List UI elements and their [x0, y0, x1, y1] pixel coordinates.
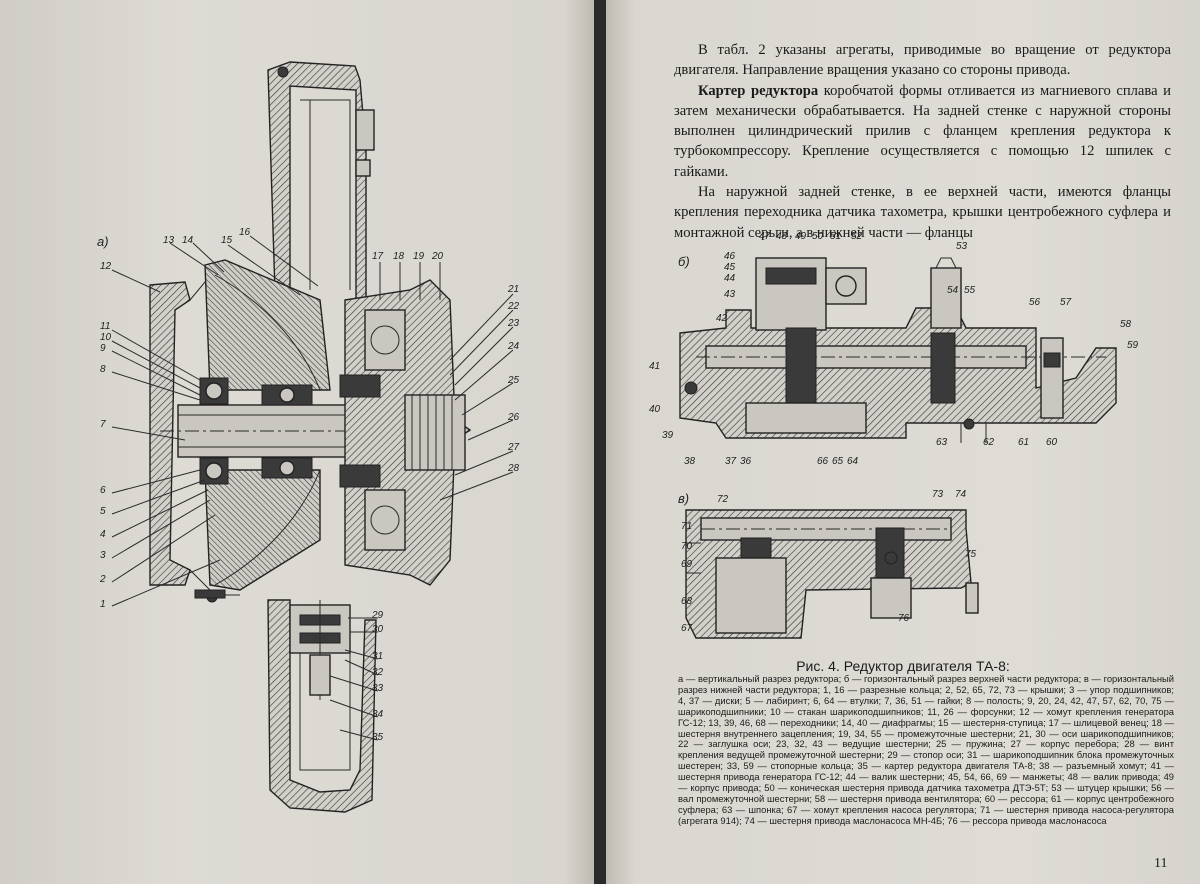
callout-label: 19 — [413, 251, 425, 262]
callout-label: 11 — [100, 321, 111, 332]
callout-label: 39 — [662, 430, 674, 441]
callout-label: 23 — [508, 318, 520, 329]
callout-label: 44 — [724, 273, 736, 284]
callout-label: 5 — [100, 506, 106, 517]
callout-label: 70 — [681, 541, 693, 552]
callout-label: 15 — [221, 235, 233, 246]
callout-label: 59 — [1127, 340, 1139, 351]
callout-label: 38 — [684, 456, 696, 467]
callout-label: 48 — [776, 231, 788, 242]
callout-label: 14 — [182, 235, 194, 246]
callout-label: 53 — [956, 241, 968, 252]
callout-label: 28 — [508, 463, 520, 474]
callout-label: 30 — [372, 624, 384, 635]
callout-label: 25 — [508, 375, 520, 386]
callout-label: 43 — [724, 289, 736, 300]
callout-label: 22 — [508, 301, 520, 312]
paragraph: Картер редуктора коробчатой формы отлива… — [674, 81, 1171, 182]
callout-label: 63 — [936, 437, 948, 448]
callout-label: 69 — [681, 559, 693, 570]
figure-caption-legend: а — вертикальный разрез редуктора; б — г… — [678, 673, 1174, 826]
callout-label: 67 — [681, 623, 693, 634]
figure-b-upper-section — [679, 257, 1117, 443]
callout-label: 13 — [163, 235, 175, 246]
callout-label: 45 — [724, 262, 736, 273]
callout-label: 76 — [898, 613, 910, 624]
callout-label: 3 — [100, 550, 106, 561]
callout-label: 4 — [100, 529, 106, 540]
callout-label: 8 — [100, 364, 106, 375]
callout-label: 46 — [724, 251, 736, 262]
callout-label: 61 — [1018, 437, 1030, 448]
paragraph-text: коробчатой формы отливается из магниевог… — [674, 82, 1171, 180]
callout-label: 51 — [830, 231, 842, 242]
figure-a-vertical-section — [111, 61, 514, 813]
figure-caption-title: Рис. 4. Редуктор двигателя ТА-8: — [796, 658, 1010, 674]
callout-label: 56 — [1029, 297, 1041, 308]
callout-label: 58 — [1120, 319, 1132, 330]
callout-label: 49 — [795, 231, 807, 242]
callout-label: 26 — [508, 412, 520, 423]
view-label-a: а) — [97, 234, 109, 249]
callout-label: 31 — [372, 651, 384, 662]
callout-label: 2 — [100, 574, 106, 585]
callout-label: 74 — [955, 489, 967, 500]
callout-label: 12 — [100, 261, 112, 272]
callout-label: 52 — [851, 231, 863, 242]
callout-label: 24 — [508, 341, 520, 352]
callout-label: 20 — [432, 251, 444, 262]
callout-label: 18 — [393, 251, 405, 262]
callout-label: 50 — [812, 231, 824, 242]
paragraph: В табл. 2 указаны агрегаты, приводимые в… — [674, 42, 1171, 79]
callout-label: 60 — [1046, 437, 1058, 448]
callout-label: 21 — [508, 284, 520, 295]
callout-label: 64 — [847, 456, 859, 467]
callout-label: 41 — [649, 361, 661, 372]
callout-label: 75 — [965, 549, 977, 560]
callout-label: 9 — [100, 343, 106, 354]
bold-term: Картер редуктора — [698, 82, 819, 99]
callout-label: 66 — [817, 456, 829, 467]
callout-label: 6 — [100, 485, 106, 496]
paragraph: На наружной задней стенке, в ее верхней … — [674, 184, 1171, 241]
callout-label: 10 — [100, 332, 112, 343]
callout-label: 1 — [100, 599, 106, 610]
callout-label: 37 — [725, 456, 737, 467]
callout-label: 71 — [681, 521, 693, 532]
callout-label: 65 — [832, 456, 844, 467]
callout-label: 73 — [932, 489, 944, 500]
callout-label: 7 — [100, 419, 106, 430]
callout-label: 17 — [372, 251, 384, 262]
callout-label: 33 — [372, 683, 384, 694]
view-label-v: в) — [678, 491, 690, 506]
callout-label: 55 — [964, 285, 976, 296]
callout-label: 57 — [1060, 297, 1072, 308]
page-number: 11 — [1154, 856, 1168, 871]
callout-label: 34 — [372, 709, 384, 720]
callout-label: 36 — [740, 456, 752, 467]
right-page: В табл. 2 указаны агрегаты, приводимые в… — [606, 0, 1200, 884]
callout-label: 62 — [983, 437, 995, 448]
callout-label: 32 — [372, 667, 384, 678]
callout-label: 40 — [649, 404, 661, 415]
callout-label: 35 — [372, 732, 384, 743]
left-page: а) 12 13 14 15 16 17 18 19 20 21 22 23 2… — [0, 0, 594, 884]
callout-label: 16 — [239, 227, 251, 238]
callout-label: 47 — [759, 231, 771, 242]
callout-label: 29 — [372, 610, 384, 621]
callout-label: 72 — [717, 494, 729, 505]
callout-label: 54 — [947, 285, 959, 296]
callout-label: 42 — [716, 313, 728, 324]
view-label-b: б) — [678, 254, 690, 269]
figure-v-lower-section — [685, 509, 979, 639]
callout-label: 27 — [508, 442, 520, 453]
body-text: В табл. 2 указаны агрегаты, приводимые в… — [674, 40, 1171, 243]
book-gutter — [594, 0, 606, 884]
callout-label: 68 — [681, 596, 693, 607]
